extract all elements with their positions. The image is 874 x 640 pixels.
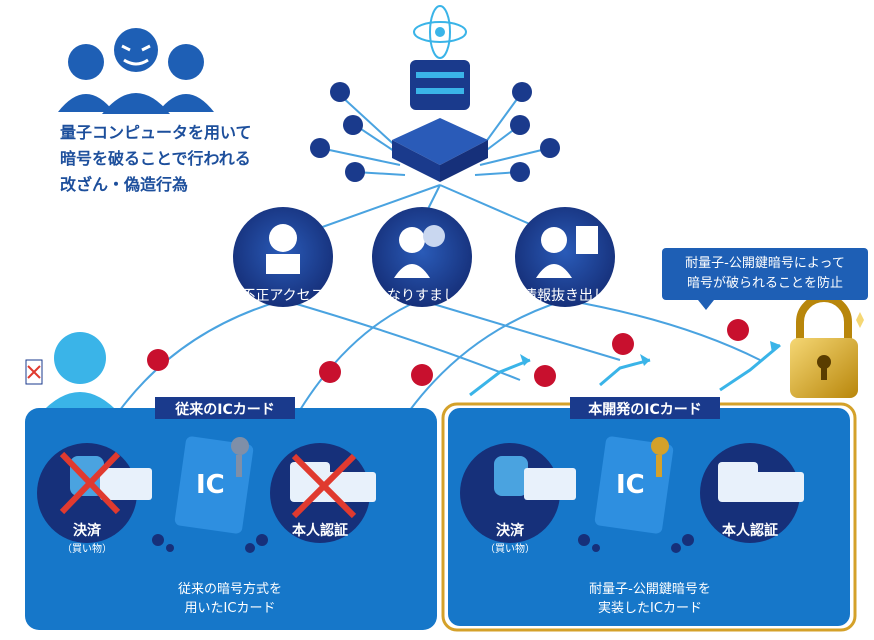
attack-label-impersonation: なりすまし xyxy=(387,288,457,304)
threat-caption-line1: 量子コンピュータを用いて xyxy=(60,123,252,142)
hacker-group-icon xyxy=(58,28,214,114)
legacy-panel-caption: 従来の暗号方式を 用いたICカード xyxy=(120,580,340,618)
attack-unauthorized-access xyxy=(233,207,333,307)
protection-callout: 耐量子-公開鍵暗号によって 暗号が破られることを防止 xyxy=(662,248,868,310)
attack-label-theft: 情報抜き出し xyxy=(523,288,607,304)
legacy-caption-line1: 従来の暗号方式を xyxy=(177,582,282,597)
threat-caption: 量子コンピュータを用いて 暗号を破ることで行われる 改ざん・偽造行為 xyxy=(60,120,320,198)
new-panel xyxy=(441,397,857,632)
network-node-icons xyxy=(310,82,560,182)
new-caption-line2: 実装したICカード xyxy=(598,601,702,616)
worried-user-icon xyxy=(25,332,120,414)
legacy-auth-label: 本人認証 xyxy=(292,523,348,539)
attack-impersonation xyxy=(372,207,472,307)
legacy-panel xyxy=(25,397,437,630)
quantum-computer-icon xyxy=(392,5,488,182)
lock-icon xyxy=(790,294,864,398)
legacy-ic-card-text: IC xyxy=(196,470,225,500)
virus-icon xyxy=(147,319,749,387)
new-ic-card-text: IC xyxy=(616,470,645,500)
attack-label-access: 不正アクセス xyxy=(241,288,325,304)
callout-line2: 暗号が破られることを防止 xyxy=(686,276,843,291)
legacy-payment-sub: （買い物） xyxy=(62,544,112,555)
new-panel-caption: 耐量子-公開鍵暗号を 実装したICカード xyxy=(540,580,760,618)
legacy-caption-line2: 用いたICカード xyxy=(184,601,276,616)
threat-caption-line3: 改ざん・偽造行為 xyxy=(60,175,189,194)
legacy-payment-label: 決済 xyxy=(73,523,101,539)
attack-data-theft xyxy=(515,207,615,307)
new-caption-line1: 耐量子-公開鍵暗号を xyxy=(589,582,711,597)
new-payment-label: 決済 xyxy=(496,523,524,539)
callout-line1: 耐量子-公開鍵暗号によって xyxy=(685,256,845,271)
new-panel-title: 本開発のICカード xyxy=(588,402,702,418)
new-auth-label: 本人認証 xyxy=(722,523,778,539)
new-payment-sub: （買い物） xyxy=(485,544,535,555)
deflect-arrows xyxy=(469,343,781,397)
threat-caption-line2: 暗号を破ることで行われる xyxy=(60,149,251,168)
legacy-panel-title: 従来のICカード xyxy=(175,402,275,418)
